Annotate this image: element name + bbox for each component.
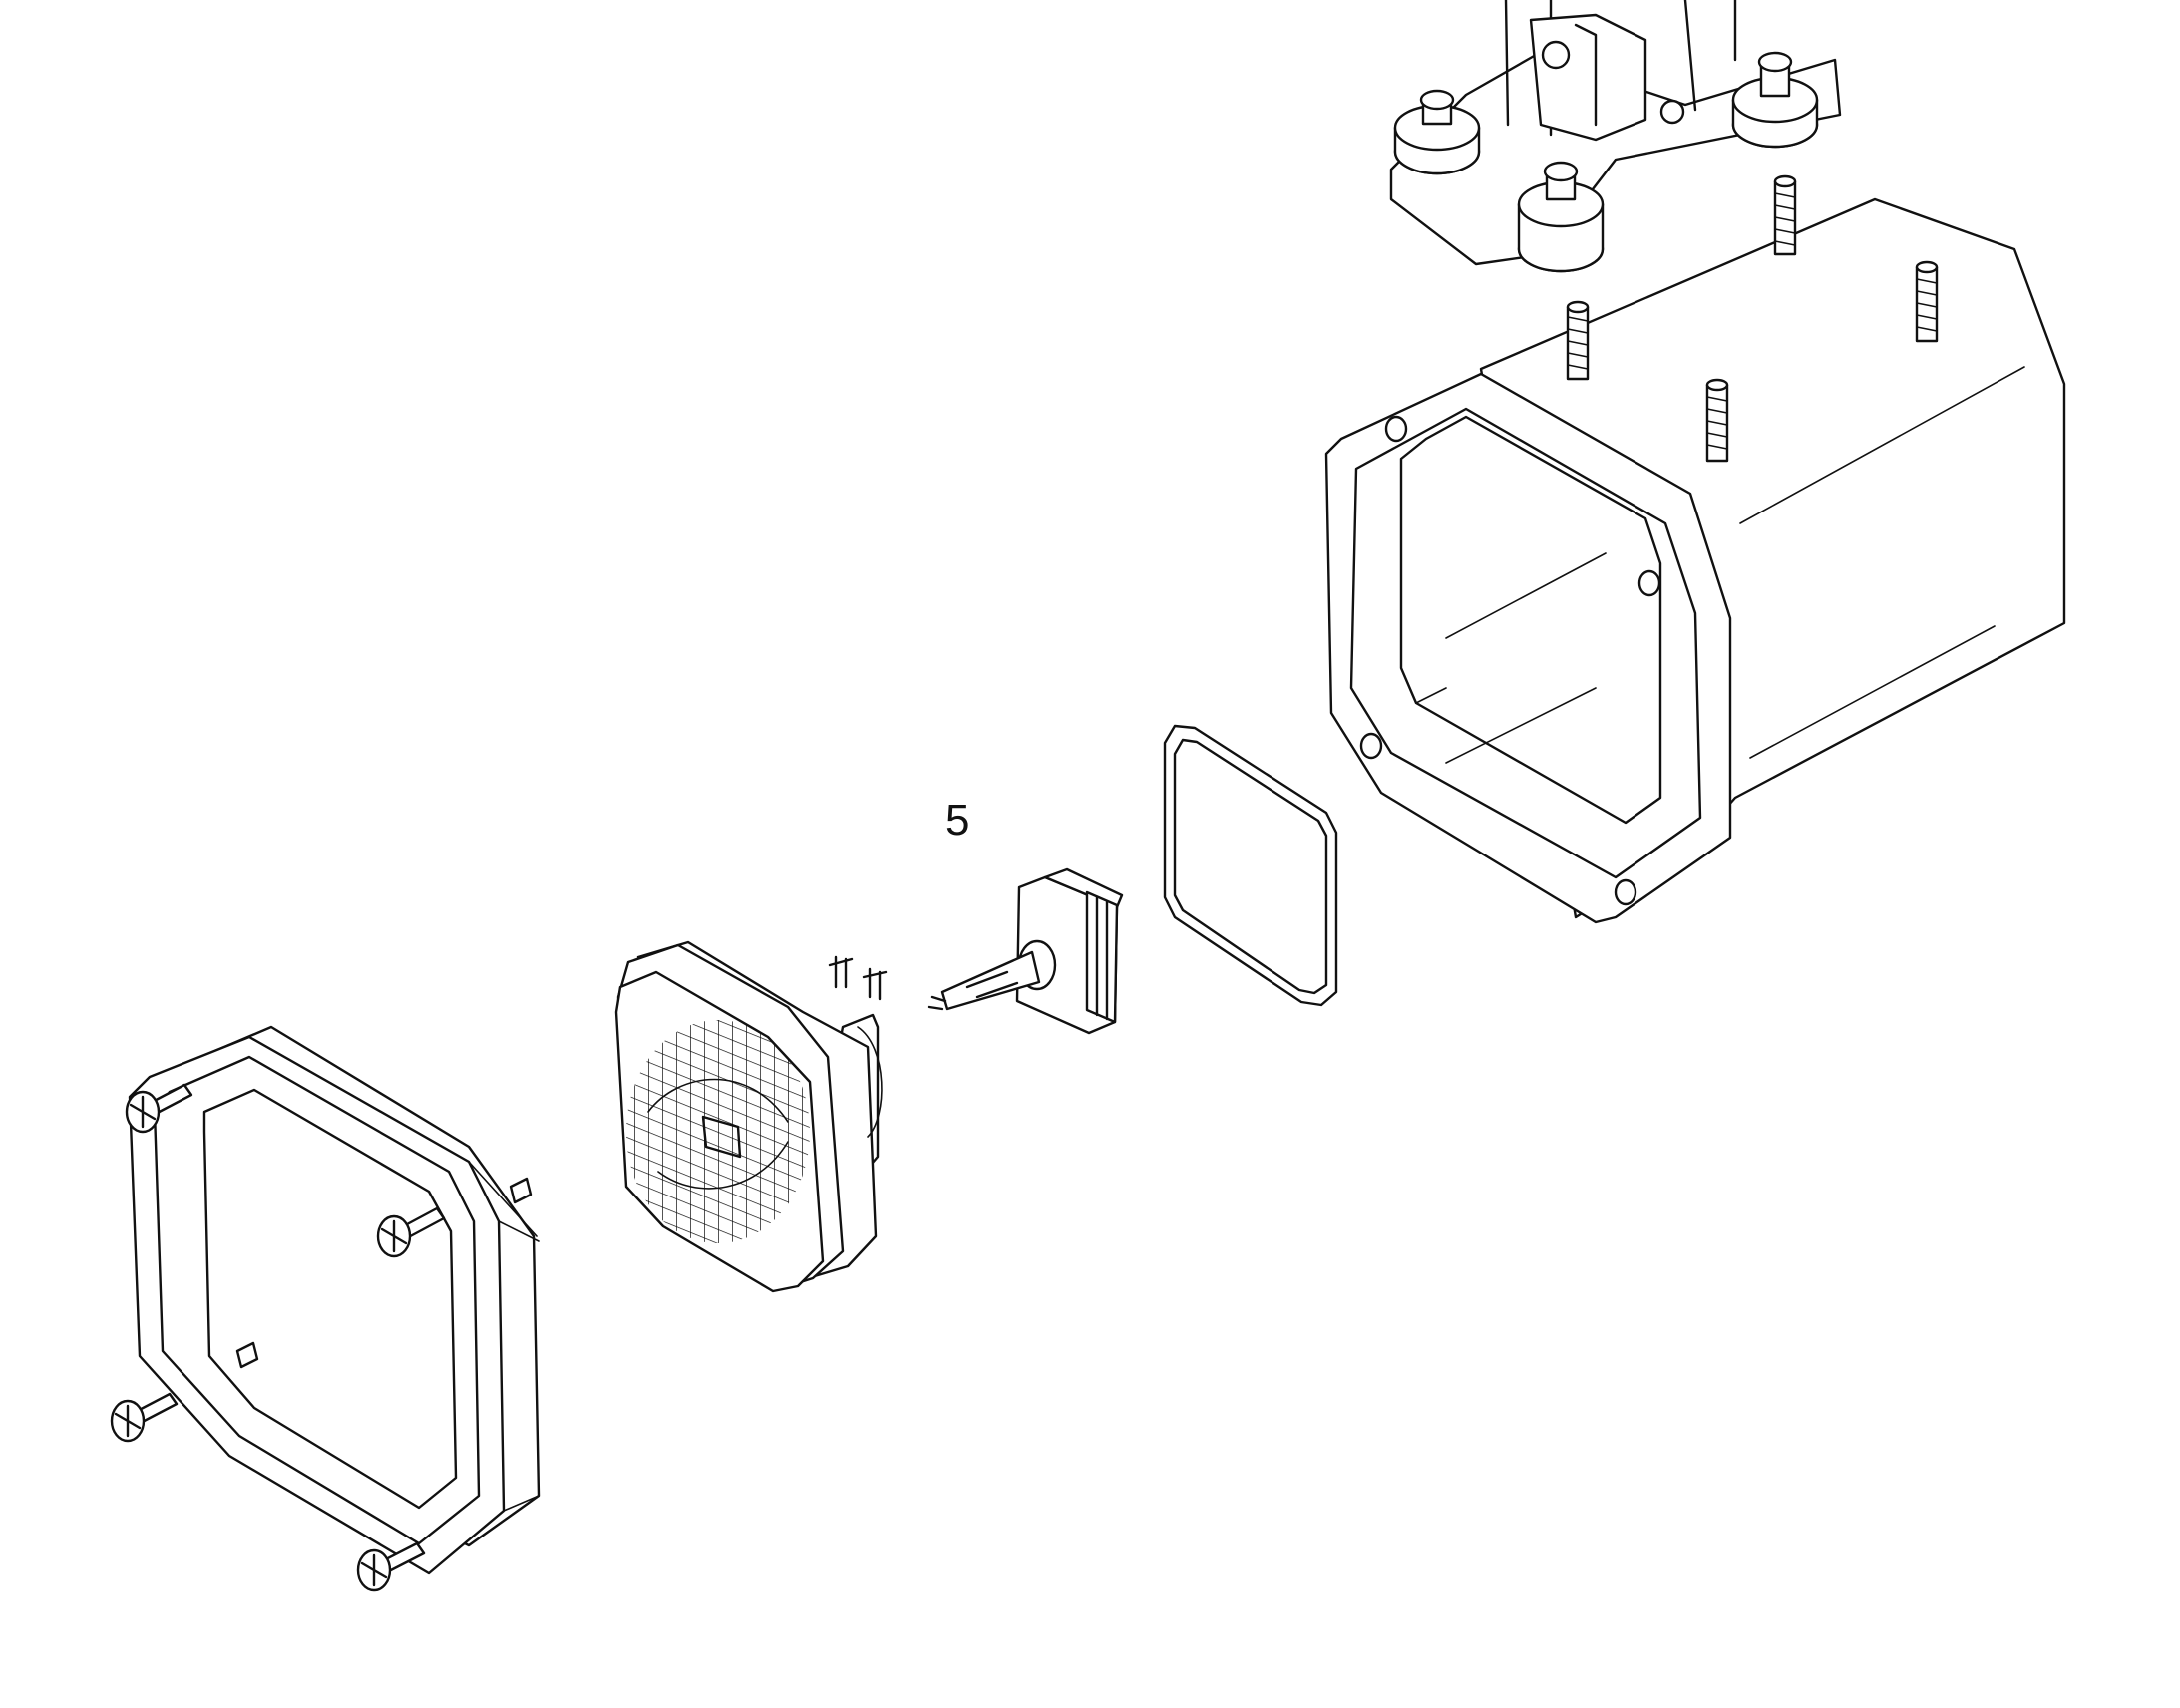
lamp-insert	[608, 942, 886, 1291]
bulb-part-5	[929, 869, 1122, 1033]
housing-studs	[1568, 176, 1937, 461]
isolator-left	[1395, 91, 1479, 173]
isolator-right	[1733, 53, 1817, 147]
lamp-housing	[1326, 176, 2064, 922]
bezel-frame	[112, 1027, 539, 1590]
lens-gasket	[1165, 726, 1336, 1005]
bezel-screws	[112, 1085, 531, 1590]
part-callout-5: 5	[945, 796, 970, 845]
mounting-bracket	[1391, 0, 1840, 271]
isolator-front	[1519, 163, 1603, 271]
